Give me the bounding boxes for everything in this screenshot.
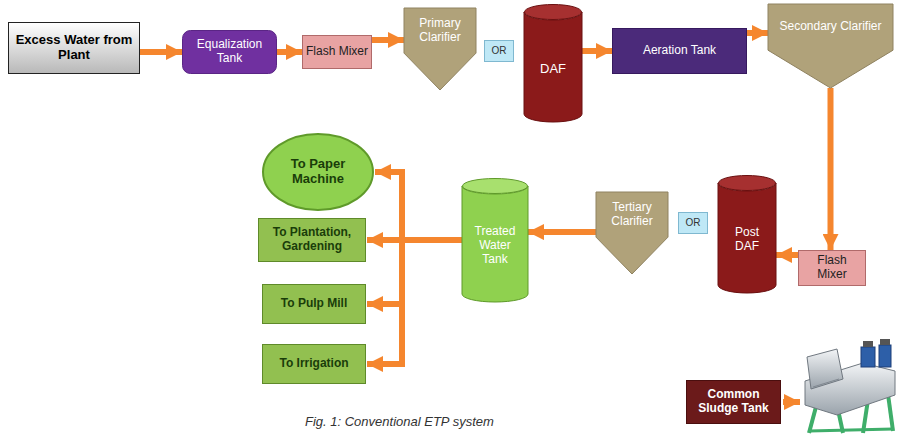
box-fill <box>613 29 747 74</box>
flow-arrow <box>828 88 834 250</box>
ellipse-outline <box>263 134 373 210</box>
text-holder: Aeration Tank <box>612 28 747 74</box>
text-holder: Treated Water Tank <box>462 178 528 302</box>
press-motor-cap <box>863 341 873 347</box>
box-fill <box>687 381 781 424</box>
flow-arrow <box>375 172 462 240</box>
process-box: To Pulp Mill <box>262 284 366 324</box>
flow-arrow <box>528 229 596 235</box>
node-label: Excess Water from Plant <box>12 33 136 63</box>
text-holder: OR <box>678 212 708 234</box>
node-label: Common Sludge Tank <box>690 388 777 416</box>
flow-arrow <box>582 48 612 54</box>
figure-caption: Fig. 1: Conventional ETP system <box>305 414 494 429</box>
process-box: Flash Mixer <box>302 35 372 69</box>
flow-arrow <box>372 37 404 43</box>
press-seam <box>813 379 839 387</box>
text-holder: DAF <box>524 4 582 122</box>
connectors <box>140 33 831 364</box>
box-fill <box>303 36 372 69</box>
node-label: To Pulp Mill <box>281 297 347 311</box>
tank-cylinder: Post DAF <box>718 175 776 293</box>
node-label: Secondary Clarifier <box>779 20 881 34</box>
node-label: To Irrigation <box>279 357 348 371</box>
text-holder: Secondary Clarifier <box>768 4 893 50</box>
node-label: Tertiary Clarifier <box>600 201 664 229</box>
screw-press-illustration <box>805 339 895 433</box>
cylinder-body <box>524 12 582 122</box>
box-fill <box>259 219 366 262</box>
box-fill <box>485 41 514 62</box>
text-holder: To Plantation, Gardening <box>258 218 366 262</box>
node-label: To Plantation, Gardening <box>262 226 362 254</box>
node-label: Primary Clarifier <box>408 17 472 45</box>
node-label: Post DAF <box>722 226 772 254</box>
text-holder: To Paper Machine <box>262 133 374 211</box>
press-motor <box>861 347 875 367</box>
text-holder: Post DAF <box>718 175 776 293</box>
text-holder: Flash Mixer <box>798 250 866 286</box>
clarifier-outline <box>768 4 893 88</box>
node-label: Equalization Tank <box>186 38 273 66</box>
destination-circle: To Paper Machine <box>262 133 374 211</box>
flow-arrow <box>140 49 182 55</box>
flow-arrow <box>776 252 798 258</box>
press-motor <box>879 345 891 367</box>
cylinder-top <box>525 5 582 20</box>
process-box: Common Sludge Tank <box>686 380 781 424</box>
process-box: To Irrigation <box>262 344 366 384</box>
cylinder-body <box>718 183 776 293</box>
press-frame <box>809 429 893 431</box>
clarifier: Primary Clarifier <box>404 8 476 90</box>
flow-arrow <box>277 49 302 55</box>
process-box: OR <box>484 40 514 62</box>
node-outline <box>768 4 893 88</box>
box-fill <box>9 23 140 74</box>
sludge-arrow-line <box>783 399 800 405</box>
text-holder: Equalization Tank <box>182 30 277 74</box>
node-label: DAF <box>540 62 566 77</box>
press-tank <box>807 349 843 389</box>
node-label: To Paper Machine <box>266 157 370 187</box>
tank-cylinder: Treated Water Tank <box>462 178 528 302</box>
process-box: Aeration Tank <box>612 28 747 74</box>
box-fill <box>679 213 708 234</box>
process-box: Excess Water from Plant <box>8 22 140 74</box>
node-label: Flash Mixer <box>306 45 368 59</box>
box-fill <box>799 251 866 286</box>
cylinder-body <box>462 186 528 302</box>
process-box: To Plantation, Gardening <box>258 218 366 262</box>
node-label: Aeration Tank <box>643 44 716 58</box>
node-label: OR <box>492 45 507 57</box>
process-box: OR <box>678 212 708 234</box>
cylinder-top <box>719 176 776 191</box>
node-label: Flash Mixer <box>802 254 862 282</box>
text-holder: Primary Clarifier <box>404 8 476 53</box>
tank-cylinder: DAF <box>524 4 582 122</box>
text-holder: Flash Mixer <box>302 35 372 69</box>
box-fill <box>183 31 277 74</box>
text-holder: Excess Water from Plant <box>8 22 140 74</box>
text-holder: Tertiary Clarifier <box>596 192 668 237</box>
clarifier-outline <box>404 8 476 90</box>
node-label: OR <box>686 217 701 229</box>
text-holder: OR <box>484 40 514 62</box>
box-fill <box>263 345 366 384</box>
clarifier-outline <box>596 192 668 274</box>
text-holder: Common Sludge Tank <box>686 380 781 424</box>
node-label: Treated Water Tank <box>466 225 524 266</box>
process-box: Flash Mixer <box>798 250 866 286</box>
text-holder: To Pulp Mill <box>262 284 366 324</box>
press-motor-cap <box>880 339 890 345</box>
cylinder-top <box>463 179 528 194</box>
clarifier: Tertiary Clarifier <box>596 192 668 274</box>
flow-arrow <box>747 30 768 36</box>
flow-arrow <box>367 240 462 364</box>
text-holder: To Irrigation <box>262 344 366 384</box>
sludge-arrow <box>783 402 800 403</box>
process-box: Equalization Tank <box>182 30 277 74</box>
clarifier: Secondary Clarifier <box>768 4 893 88</box>
flow-arrow <box>367 240 462 304</box>
box-fill <box>263 285 366 324</box>
